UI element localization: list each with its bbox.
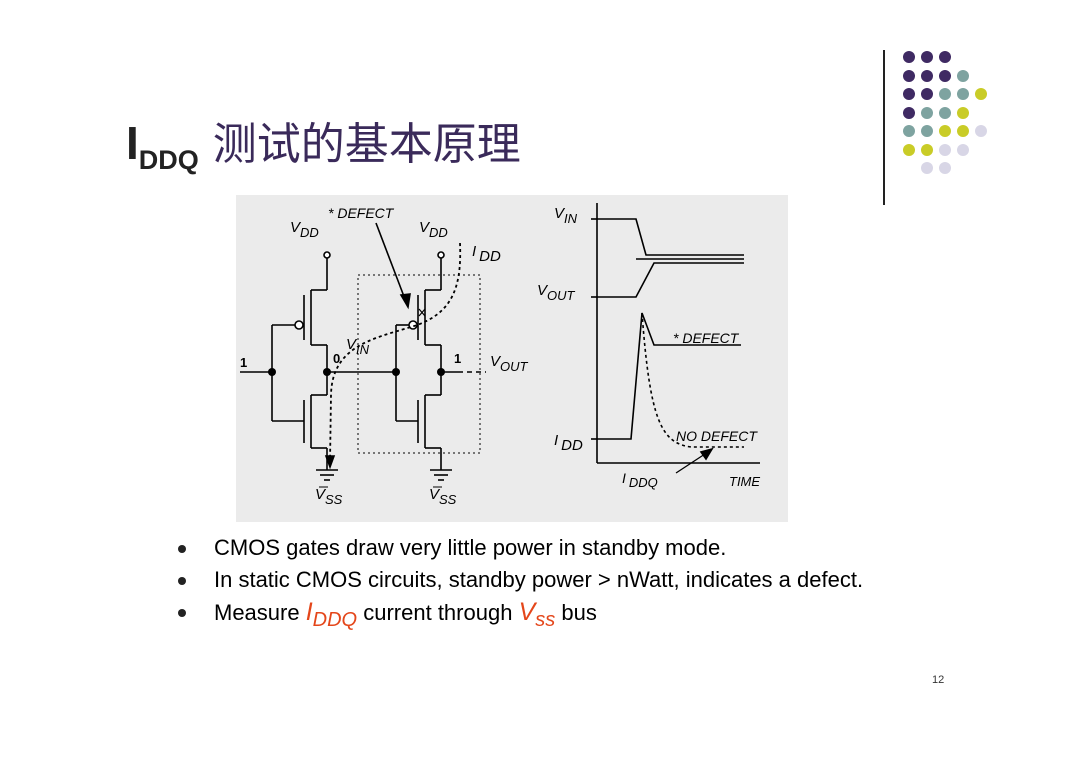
- vout-label-wave: VOUT: [537, 282, 576, 303]
- bullet-text-mid: current through: [357, 600, 519, 625]
- slide-title: IDDQ 测试的基本原理: [126, 108, 521, 188]
- bullet-dot-icon: [178, 577, 186, 585]
- title-chinese: 测试的基本原理: [212, 119, 521, 170]
- bullet-text: In static CMOS circuits, standby power >…: [214, 567, 864, 592]
- decor-dot: [939, 69, 951, 82]
- vdd-label-1: VDD: [290, 219, 319, 240]
- decor-dot: [921, 106, 933, 119]
- bit-middle: 0: [333, 351, 340, 366]
- title-subscript: DDQ: [138, 145, 199, 175]
- no-defect-label: NO DEFECT: [676, 428, 758, 444]
- decor-dot: [903, 125, 915, 137]
- circuit-nodes: [268, 368, 445, 376]
- decor-dot: [957, 125, 969, 137]
- decor-dot: [903, 106, 915, 119]
- decor-dot: [957, 106, 969, 119]
- decor-dot: [921, 88, 933, 100]
- decor-dot: [939, 143, 951, 156]
- decor-dot: [939, 162, 951, 174]
- bit-output: 1: [454, 351, 461, 366]
- decor-dot: [921, 162, 933, 174]
- waveform-plot: [591, 203, 760, 474]
- decor-dot: [939, 125, 951, 137]
- bullet-text-post: bus: [555, 600, 597, 625]
- decor-dot: [975, 125, 987, 137]
- decor-dot: [921, 69, 933, 82]
- decor-dot: [921, 125, 933, 137]
- decor-dot: [903, 69, 915, 82]
- decor-dot: [939, 88, 951, 100]
- circuit-schematic: [240, 222, 486, 481]
- decor-dot: [921, 143, 933, 156]
- decor-dot: [903, 88, 915, 100]
- decor-vertical-line: [883, 50, 885, 205]
- bullet-dot-icon: [178, 545, 186, 553]
- decor-dot: [939, 51, 951, 63]
- decor-dot: [939, 106, 951, 119]
- bullet-text: CMOS gates draw very little power in sta…: [214, 535, 727, 560]
- vss-label-2: VSS: [429, 486, 457, 507]
- decor-dot: [921, 51, 933, 63]
- defect-label-circuit: * DEFECT: [328, 205, 395, 221]
- decor-dot: [957, 88, 969, 100]
- vss-label-1: VSS: [315, 486, 343, 507]
- decor-dot: [903, 51, 915, 63]
- decor-dot: [957, 143, 969, 156]
- bullet-list: CMOS gates draw very little power in sta…: [178, 534, 938, 638]
- bit-input: 1: [240, 355, 247, 370]
- page-number: 12: [932, 674, 945, 686]
- vin-label-wave: VIN: [554, 205, 578, 226]
- vss-highlight: Vss: [518, 598, 556, 631]
- title-i: I: [126, 117, 139, 169]
- bullet-item: CMOS gates draw very little power in sta…: [178, 534, 938, 562]
- decor-dot: [957, 69, 969, 82]
- vout-label-circuit: VOUT: [490, 353, 529, 374]
- iddq-highlight: IDDQ: [305, 598, 358, 631]
- bullet-text-pre: Measure: [214, 600, 306, 625]
- bullet-dot-icon: [178, 609, 186, 617]
- decor-dot: [975, 88, 987, 100]
- vdd-label-2: VDD: [419, 219, 448, 240]
- bullet-item: In static CMOS circuits, standby power >…: [178, 566, 938, 594]
- defect-label-wave: * DEFECT: [673, 330, 740, 346]
- bullet-item: Measure IDDQ current through Vss bus: [178, 598, 938, 634]
- decor-dot: [903, 143, 915, 156]
- time-axis-label: TIME: [729, 474, 760, 489]
- vin-label-circuit: VIN: [346, 336, 370, 357]
